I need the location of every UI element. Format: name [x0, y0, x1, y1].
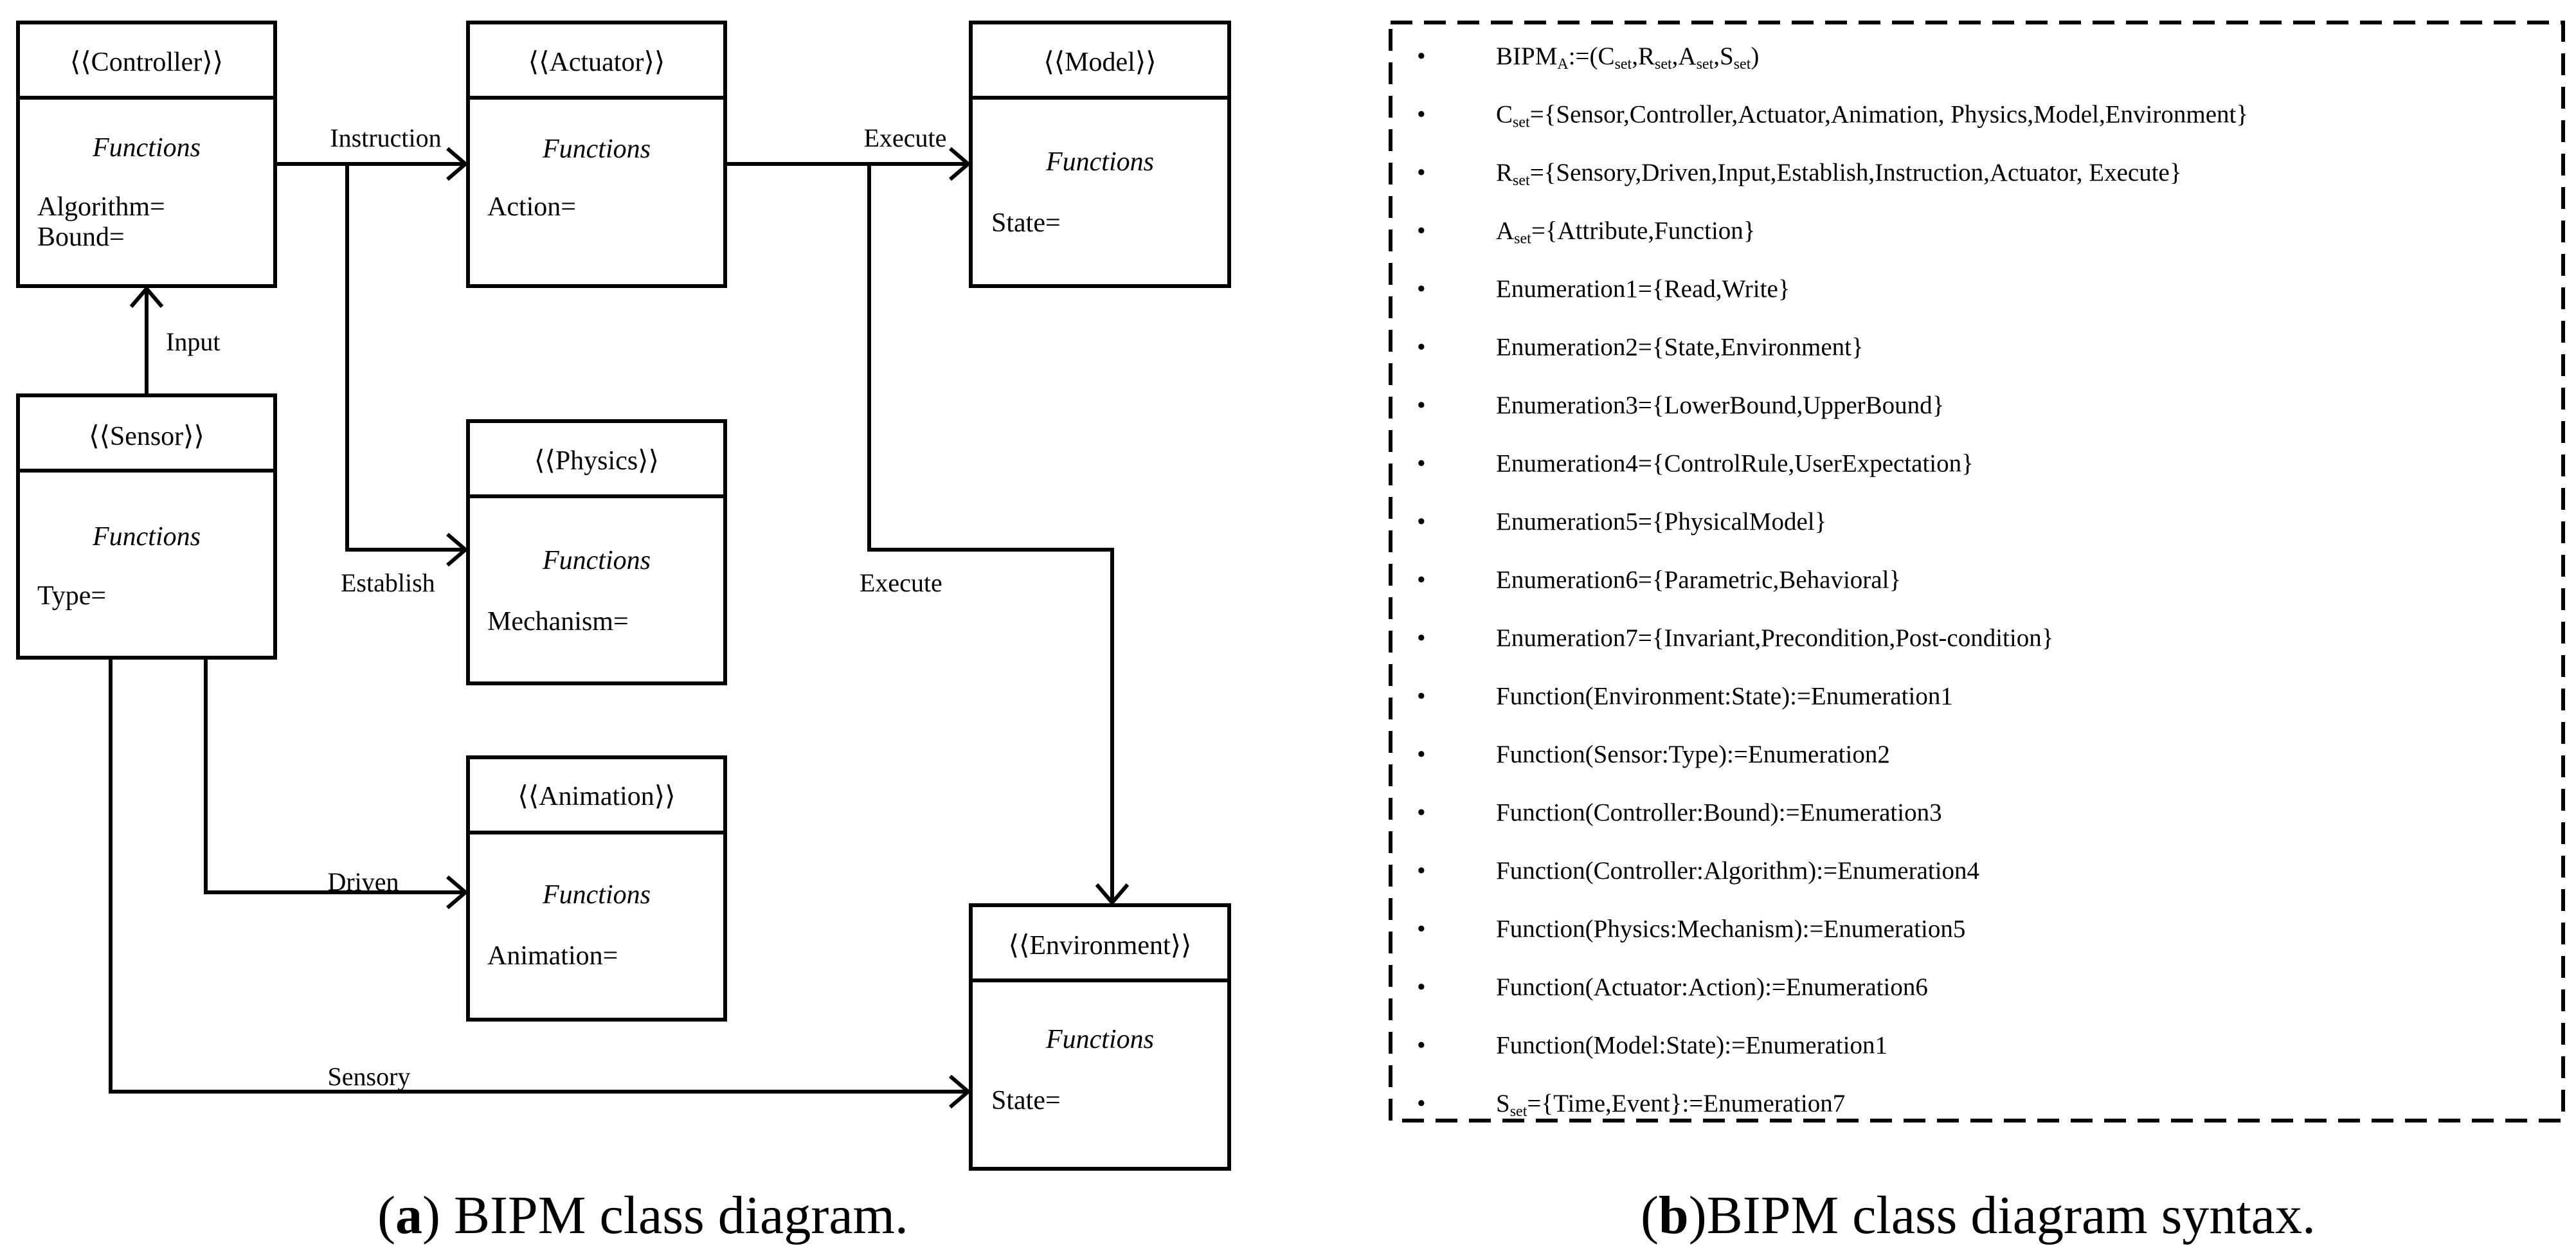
class-title: ⟨⟨Animation⟩⟩ [518, 782, 675, 811]
bullet: • [1417, 1032, 1426, 1059]
class-title: ⟨⟨Controller⟩⟩ [70, 48, 223, 77]
syntax-line: Aset={Attribute,Function} [1496, 217, 1756, 248]
syntax-line: Function(Sensor:Type):=Enumeration2 [1496, 741, 1890, 768]
syntax-line: Enumeration7={Invariant,Precondition,Pos… [1496, 624, 2053, 652]
class-animation: ⟨⟨Animation⟩⟩ Functions Animation= [466, 755, 727, 1022]
class-title: ⟨⟨Physics⟩⟩ [534, 446, 659, 476]
class-title: ⟨⟨Environment⟩⟩ [1009, 931, 1192, 960]
class-attribute: Algorithm= [37, 192, 165, 222]
class-section-label: Functions [542, 880, 651, 910]
syntax-line: Enumeration1={Read,Write} [1496, 275, 1790, 303]
edge-input: Input [129, 285, 220, 395]
syntax-line: Enumeration6={Parametric,Behavioral} [1496, 566, 1901, 594]
class-section-label: Functions [542, 134, 651, 164]
class-attribute: Mechanism= [487, 607, 629, 636]
class-title: ⟨⟨Actuator⟩⟩ [528, 48, 665, 77]
class-controller: ⟨⟨Controller⟩⟩ Functions Algorithm= Boun… [16, 21, 277, 288]
class-section-label: Functions [92, 133, 201, 163]
class-attribute: Animation= [487, 941, 618, 971]
bullet: • [1417, 624, 1426, 652]
syntax-line: BIPMA:=(Cset,Rset,Aset,Sset) [1496, 42, 1759, 73]
class-title: ⟨⟨Sensor⟩⟩ [89, 422, 204, 451]
bullet: • [1417, 392, 1426, 419]
bullet: • [1417, 973, 1426, 1001]
class-environment: ⟨⟨Environment⟩⟩ Functions State= [969, 903, 1231, 1171]
edge-label: Instruction [330, 123, 441, 152]
edge-label: Sensory [328, 1062, 411, 1091]
edge-label: Establish [341, 568, 435, 597]
edge-instruction: Instruction [275, 123, 469, 181]
syntax-line: Rset={Sensory,Driven,Input,Establish,Ins… [1496, 159, 2182, 189]
bullet: • [1417, 683, 1426, 710]
syntax-line: Sset={Time,Event}:=Enumeration7 [1496, 1090, 1845, 1120]
class-section-label: Functions [1045, 147, 1154, 177]
syntax-panel [1389, 21, 2565, 1122]
class-section-label: Functions [92, 522, 201, 552]
class-actuator: ⟨⟨Actuator⟩⟩ Functions Action= [466, 21, 727, 288]
bullet: • [1417, 566, 1426, 594]
class-attribute: State= [991, 208, 1061, 238]
bullet: • [1417, 217, 1426, 245]
bullet: • [1417, 1090, 1426, 1117]
bullet: • [1417, 334, 1426, 361]
syntax-line: Function(Controller:Algorithm):=Enumerat… [1496, 857, 1979, 885]
edge-driven: Driven [204, 658, 469, 910]
bullet: • [1417, 508, 1426, 536]
bullet: • [1417, 915, 1426, 943]
bullet: • [1417, 857, 1426, 885]
syntax-line: Function(Actuator:Action):=Enumeration6 [1496, 973, 1928, 1001]
syntax-line: Enumeration3={LowerBound,UpperBound} [1496, 392, 1944, 419]
class-title: ⟨⟨Model⟩⟩ [1043, 48, 1156, 77]
caption-a: (a) BIPM class diagram. [377, 1185, 908, 1245]
bullet: • [1417, 275, 1426, 303]
syntax-line: Enumeration2={State,Environment} [1496, 334, 1864, 361]
syntax-line: Enumeration4={ControlRule,UserExpectatio… [1496, 450, 1974, 478]
class-attribute: State= [991, 1086, 1061, 1115]
syntax-line: Cset={Sensor,Controller,Actuator,Animati… [1496, 101, 2248, 131]
edge-establish: Establish [341, 164, 469, 597]
class-section-label: Functions [542, 546, 651, 575]
class-physics: ⟨⟨Physics⟩⟩ Functions Mechanism= [466, 419, 727, 685]
edge-label: Execute [860, 568, 942, 597]
class-attribute: Bound= [37, 222, 125, 252]
class-sensor: ⟨⟨Sensor⟩⟩ Functions Type= [16, 393, 277, 660]
syntax-line: Function(Model:State):=Enumeration1 [1496, 1032, 1887, 1059]
caption-b: (b)BIPM class diagram syntax. [1641, 1185, 2316, 1245]
syntax-line: Enumeration5={PhysicalModel} [1496, 508, 1826, 536]
bullet: • [1417, 741, 1426, 768]
syntax-line: Function(Physics:Mechanism):=Enumeration… [1496, 915, 1965, 943]
syntax-line: Function(Controller:Bound):=Enumeration3 [1496, 799, 1942, 827]
bullet: • [1417, 42, 1426, 70]
edge-label: Execute [864, 123, 947, 152]
class-model: ⟨⟨Model⟩⟩ Functions State= [969, 21, 1231, 288]
bullet: • [1417, 799, 1426, 827]
edge-execute-model: Execute [725, 123, 971, 181]
edge-sensory: Sensory [109, 658, 971, 1109]
edge-execute-env: Execute [860, 164, 1130, 906]
edge-label: Driven [327, 867, 399, 896]
class-section-label: Functions [1045, 1025, 1154, 1054]
bullet: • [1417, 159, 1426, 186]
bullet: • [1417, 450, 1426, 478]
bullet: • [1417, 101, 1426, 129]
class-attribute: Action= [487, 192, 576, 222]
syntax-list: • BIPMA:=(Cset,Rset,Aset,Sset) • Cset={Sens… [1417, 42, 2248, 1120]
class-attribute: Type= [37, 581, 106, 611]
edge-label: Input [166, 327, 220, 356]
syntax-line: Function(Environment:State):=Enumeration… [1496, 683, 1953, 710]
